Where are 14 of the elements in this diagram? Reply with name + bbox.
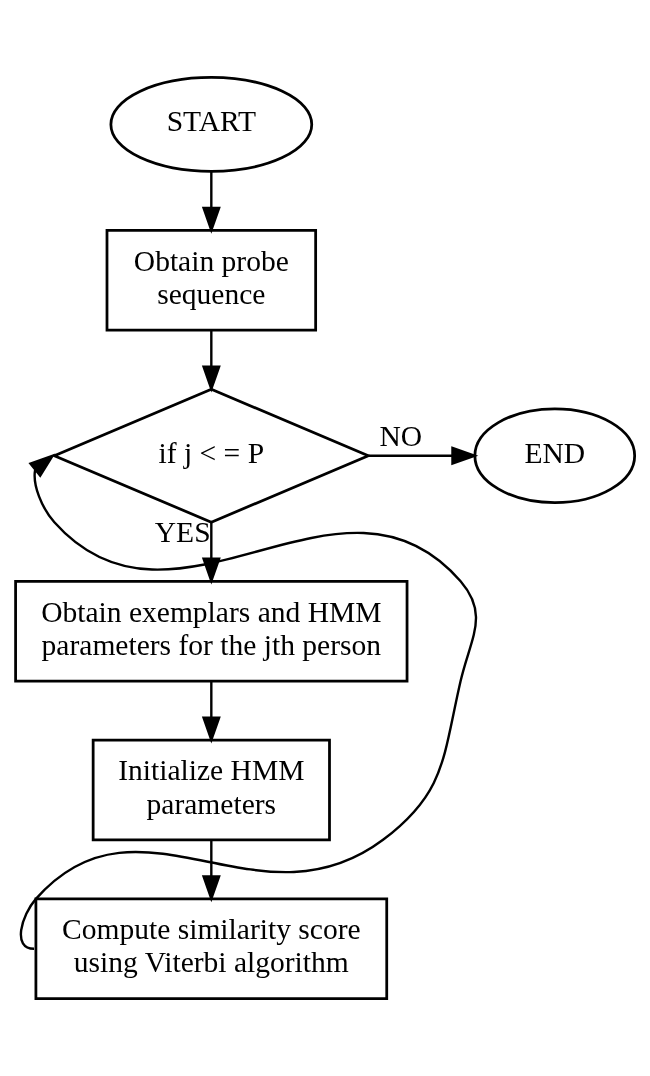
arrow bbox=[368, 446, 479, 466]
edge-label: NO bbox=[379, 420, 423, 453]
arrow bbox=[201, 330, 221, 393]
node-box: Compute similarity score using Viterbi algorithm bbox=[34, 897, 389, 1000]
node-ellipse: START bbox=[109, 76, 314, 173]
arrow bbox=[201, 681, 221, 744]
arrow bbox=[201, 171, 221, 234]
arrow bbox=[19, 453, 478, 950]
node-box: Obtain probe sequence bbox=[105, 229, 318, 332]
arrow bbox=[201, 840, 221, 903]
node-diamond: if j < = P bbox=[50, 387, 372, 524]
node-ellipse: END bbox=[473, 407, 637, 505]
node-box: Initialize HMM parameters bbox=[91, 738, 331, 842]
node-box: Obtain exemplars and HMM parameters for the jth person bbox=[14, 579, 409, 683]
